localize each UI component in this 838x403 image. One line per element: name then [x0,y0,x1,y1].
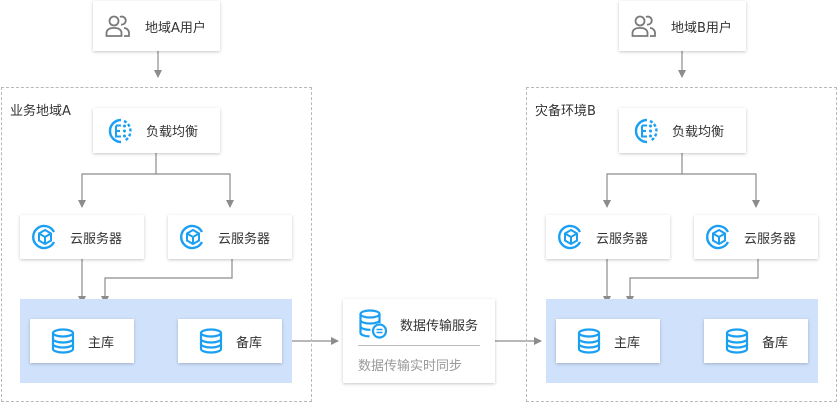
cloud-server-icon [558,224,582,250]
arrow-lb-b-to-server-2 [682,173,760,208]
backup-db-b[interactable]: 备库 [704,319,808,363]
primary-db-a[interactable]: 主库 [30,319,134,363]
database-icon [725,328,749,354]
dts-title: 数据传输服务 [400,318,479,334]
cloud-server-a-1[interactable]: 云服务器 [20,215,144,259]
cloud-server-icon [706,224,730,250]
load-balancer-a-label: 负载均衡 [146,125,199,140]
users-a-label: 地域A用户 [145,20,206,36]
data-transfer-service[interactable]: 数据传输服务 数据传输实时同步 [343,299,495,383]
cloud-server-a-1-label: 云服务器 [70,231,123,247]
cloud-server-b-2-label: 云服务器 [744,231,797,247]
load-balancer-icon [634,118,658,143]
users-b-node[interactable]: 地域B用户 [619,1,746,51]
users-icon [105,15,130,37]
arrow-server-a2-to-primary [101,259,233,304]
arrow-lb-a-to-server-2 [156,173,234,208]
dts-subtitle: 数据传输实时同步 [358,359,463,374]
database-icon [577,328,601,354]
backup-db-a-label: 备库 [236,335,263,351]
load-balancer-a[interactable]: 负载均衡 [93,108,220,153]
primary-db-b[interactable]: 主库 [556,319,660,363]
backup-db-b-label: 备库 [762,335,789,351]
dts-divider [358,345,480,346]
arrow-lb-b-to-server-1 [603,153,683,208]
cloud-server-icon [180,224,204,250]
primary-db-b-label: 主库 [614,335,641,351]
arrow-lb-a-to-server-1 [78,153,157,208]
region-b: 灾备环境B [526,87,837,402]
data-transfer-icon [359,309,388,339]
database-icon [51,328,75,354]
region-a: 业务地域A [1,87,312,402]
cloud-server-a-2-label: 云服务器 [218,231,271,247]
users-b-label: 地域B用户 [671,20,732,36]
cloud-server-b-1[interactable]: 云服务器 [546,215,670,259]
cloud-server-b-2[interactable]: 云服务器 [694,215,818,259]
region-a-title: 业务地域A [10,104,71,119]
load-balancer-icon [108,118,132,143]
cloud-server-icon [32,224,56,250]
arrow-server-b2-to-primary [626,259,759,304]
users-icon [631,15,656,37]
region-b-title: 灾备环境B [535,104,596,119]
database-icon [199,328,223,354]
primary-db-a-label: 主库 [88,335,115,351]
load-balancer-b-label: 负载均衡 [672,125,725,140]
cloud-server-a-2[interactable]: 云服务器 [168,215,292,259]
users-a-node[interactable]: 地域A用户 [93,1,220,51]
load-balancer-b[interactable]: 负载均衡 [619,108,746,153]
cloud-server-b-1-label: 云服务器 [596,231,649,247]
backup-db-a[interactable]: 备库 [178,319,282,363]
